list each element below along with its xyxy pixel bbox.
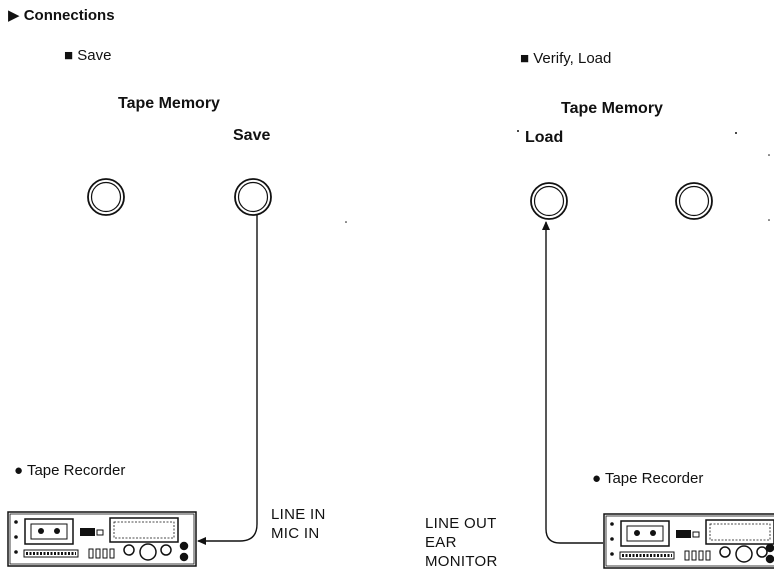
circle-bullet-icon: ● xyxy=(14,462,24,479)
left-tape-memory-jack xyxy=(87,178,125,216)
connections-heading: ▶ Connections xyxy=(8,6,115,24)
save-jack-label: Save xyxy=(233,127,271,144)
right-tape-recorder-heading: ● Tape Recorder xyxy=(592,470,703,487)
load-cable xyxy=(542,221,603,544)
right-port-labels: LINE OUT EAR MONITOR xyxy=(425,514,498,571)
left-tape-recorder-label: Tape Recorder xyxy=(26,462,126,479)
right-tape-memory-jack xyxy=(675,182,713,220)
save-cable xyxy=(197,215,258,545)
circle-bullet-icon: ● xyxy=(592,470,602,487)
right-tape-recorder-label: Tape Recorder xyxy=(604,470,704,487)
load-jack xyxy=(530,182,568,220)
right-tape-memory-label: Tape Memory xyxy=(561,100,663,117)
right-tape-recorder-device xyxy=(603,513,774,569)
left-tape-memory-label: Tape Memory xyxy=(118,95,220,112)
load-jack-label: Load xyxy=(525,129,564,146)
verify-load-section-title: Verify, Load xyxy=(533,50,612,67)
ear-label: EAR xyxy=(425,534,457,551)
square-bullet-icon: ■ xyxy=(520,50,530,67)
line-out-label: LINE OUT xyxy=(425,515,497,532)
mic-in-label: MIC IN xyxy=(271,525,320,542)
save-jack xyxy=(234,178,272,216)
left-port-labels: LINE IN MIC IN xyxy=(271,505,326,543)
verify-load-section-heading: ■ Verify, Load xyxy=(520,50,611,67)
play-marker-icon: ▶ xyxy=(8,7,20,24)
line-in-label: LINE IN xyxy=(271,506,326,523)
save-section-title: Save xyxy=(77,47,112,64)
save-section-heading: ■ Save xyxy=(64,47,111,64)
left-tape-recorder-heading: ● Tape Recorder xyxy=(14,462,125,479)
connections-title: Connections xyxy=(23,7,115,24)
square-bullet-icon: ■ xyxy=(64,47,74,64)
monitor-label: MONITOR xyxy=(425,553,498,570)
left-tape-recorder-device xyxy=(7,511,197,567)
